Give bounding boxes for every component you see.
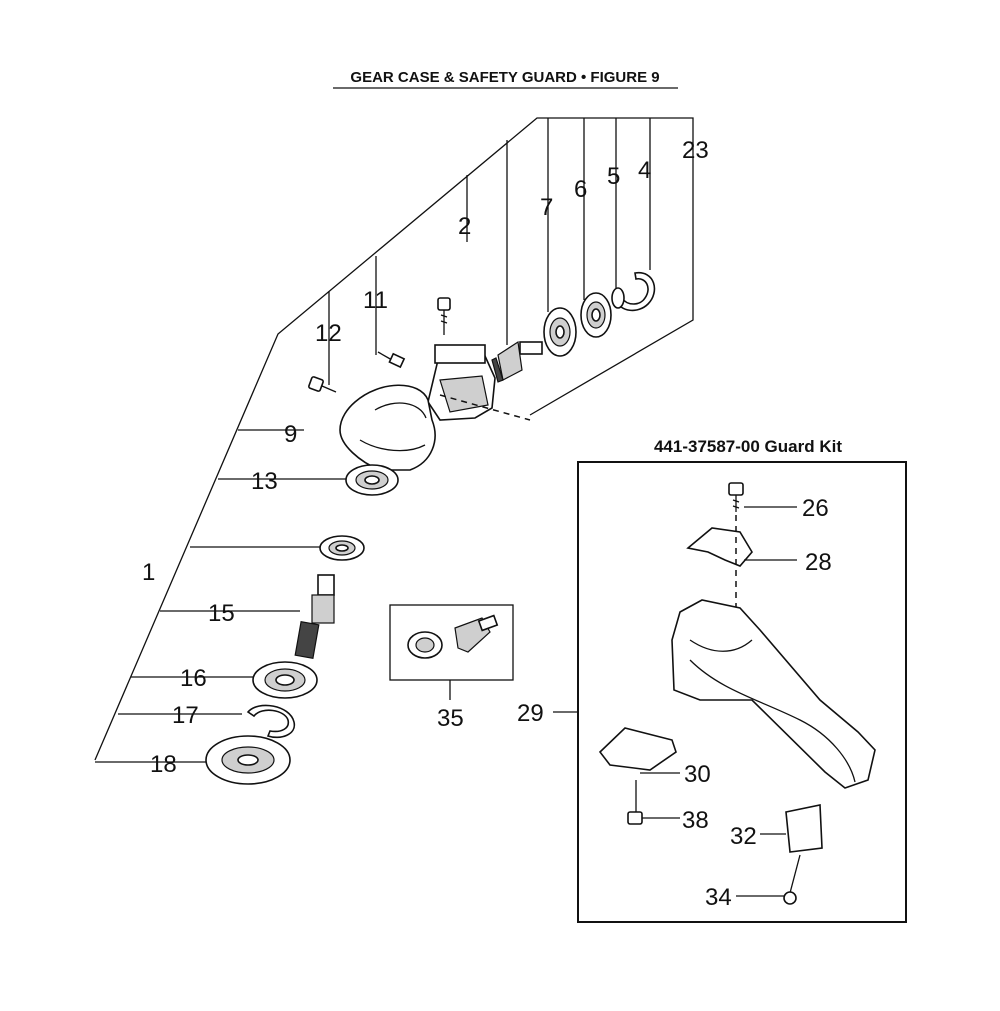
callout-4: 4 — [638, 157, 651, 184]
figure-title: GEAR CASE & SAFETY GUARD • FIGURE 9 — [350, 69, 659, 86]
callout-5: 5 — [607, 163, 620, 190]
bracket-28 — [686, 527, 753, 567]
axis-dash — [439, 394, 531, 421]
bearing-13 — [345, 464, 399, 496]
callout-29: 29 — [517, 700, 544, 727]
kit-title: 441-37587-00 Guard Kit — [654, 437, 842, 456]
callout-11: 11 — [363, 287, 388, 314]
callout-9: 9 — [284, 421, 297, 448]
bolt-11 — [377, 351, 406, 369]
callout-13: 13 — [251, 468, 278, 495]
snap-ring-17 — [246, 704, 296, 739]
callout-38: 38 — [682, 807, 709, 834]
screw-34 — [783, 854, 801, 905]
callout-7: 7 — [540, 194, 553, 221]
gear-case-9 — [339, 344, 496, 471]
guard-kit-box — [577, 461, 907, 923]
bolt-12 — [308, 376, 337, 393]
callout-35: 35 — [437, 705, 464, 732]
callout-32: 32 — [730, 823, 757, 850]
callout-16: 16 — [180, 665, 207, 692]
kit-35 — [389, 604, 514, 700]
callout-30: 30 — [684, 761, 711, 788]
bolt-2 — [437, 297, 451, 335]
washer-5 — [611, 287, 625, 309]
callout-17: 17 — [172, 702, 199, 729]
safety-guard-29 — [671, 599, 876, 789]
callout-34: 34 — [705, 884, 732, 911]
callout-28: 28 — [805, 549, 832, 576]
holder-18 — [205, 735, 291, 785]
callout-12: 12 — [315, 320, 342, 347]
callout-2: 2 — [458, 213, 471, 240]
callout-23: 23 — [682, 137, 709, 164]
callout-1: 1 — [142, 559, 155, 586]
callout-26: 26 — [802, 495, 829, 522]
seal-1 — [319, 535, 365, 561]
plate-30 — [598, 727, 677, 771]
bearing-16 — [252, 661, 318, 699]
assembly-bracket-lines — [94, 117, 694, 763]
callout-6: 6 — [574, 176, 587, 203]
callout-15: 15 — [208, 600, 235, 627]
clip-32 — [785, 804, 823, 853]
shaft-15 — [294, 574, 335, 659]
callout-18: 18 — [150, 751, 177, 778]
pinion-gear-23 — [491, 340, 543, 383]
bolt-26 — [728, 482, 744, 512]
bearing-6 — [580, 292, 612, 338]
bearing-7 — [543, 307, 577, 357]
bolt-38 — [627, 780, 643, 825]
